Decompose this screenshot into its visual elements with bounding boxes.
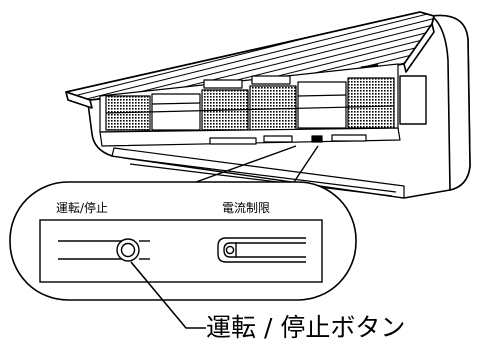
control-slot-right <box>331 134 367 142</box>
callout-leader <box>195 145 319 183</box>
control-slot-left <box>209 137 257 145</box>
unit-side-panel <box>431 14 471 191</box>
air-filters <box>99 63 399 133</box>
current-limit-switch[interactable] <box>217 237 306 263</box>
control-panel-plate <box>39 219 323 283</box>
run-stop-button-label: 運転/停止 <box>56 200 108 215</box>
run-stop-button[interactable] <box>58 238 150 262</box>
run-stop-button-caption: 運転 / 停止ボタン <box>206 313 405 342</box>
button-callout: 運転/停止 電流制限 <box>9 181 357 301</box>
control-slot-center <box>263 135 293 143</box>
caption-pointer <box>130 261 206 329</box>
side-window <box>399 75 427 125</box>
control-slot-marker <box>311 135 323 143</box>
air-conditioner-unit <box>65 11 471 199</box>
current-limit-button-label: 電流制限 <box>222 201 270 215</box>
